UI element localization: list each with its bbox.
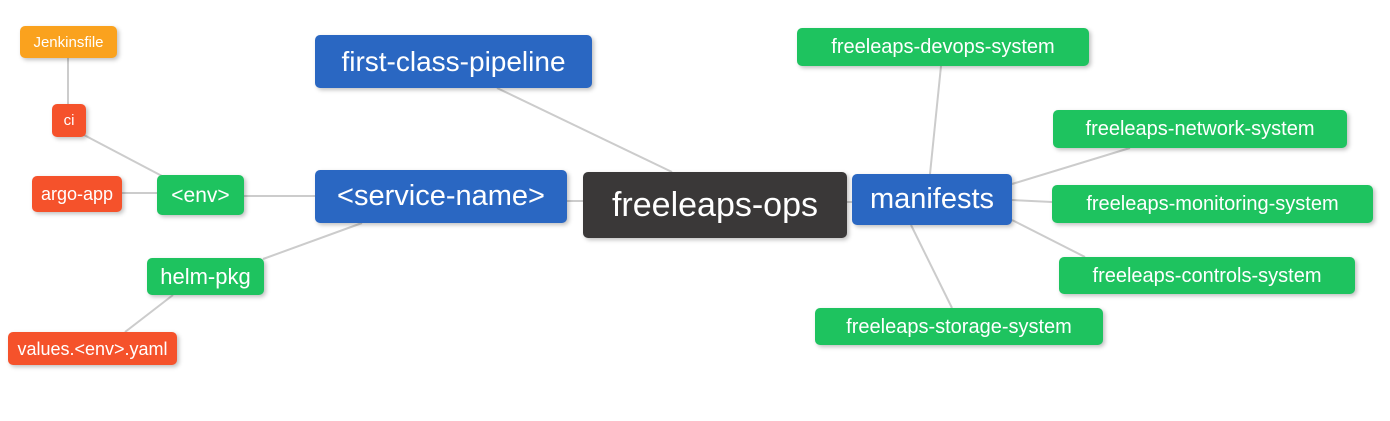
node-freeleaps-ops-root[interactable]: freeleaps-ops bbox=[583, 172, 847, 238]
edge-manifests-devops-system bbox=[929, 65, 942, 175]
node-service-name[interactable]: <service-name> bbox=[315, 170, 567, 223]
node-ci[interactable]: ci bbox=[52, 104, 86, 137]
node-argo-app[interactable]: argo-app bbox=[32, 176, 122, 212]
node-first-class-pipeline[interactable]: first-class-pipeline bbox=[315, 35, 592, 88]
node-values-env-yaml[interactable]: values.<env>.yaml bbox=[8, 332, 177, 365]
edge-manifests-storage-system bbox=[910, 224, 953, 309]
edge-first-class-pipeline-ops bbox=[496, 87, 673, 173]
edge-manifests-network-system bbox=[1011, 147, 1131, 185]
node-freeleaps-controls-system[interactable]: freeleaps-controls-system bbox=[1059, 257, 1355, 294]
node-freeleaps-monitoring-system[interactable]: freeleaps-monitoring-system bbox=[1052, 185, 1373, 223]
edge-manifests-controls-system bbox=[1011, 219, 1086, 258]
node-freeleaps-network-system[interactable]: freeleaps-network-system bbox=[1053, 110, 1347, 148]
node-helm-pkg[interactable]: helm-pkg bbox=[147, 258, 264, 295]
node-manifests[interactable]: manifests bbox=[852, 174, 1012, 225]
node-freeleaps-storage-system[interactable]: freeleaps-storage-system bbox=[815, 308, 1103, 345]
node-env[interactable]: <env> bbox=[157, 175, 244, 215]
edge-helm-pkg-values bbox=[124, 294, 174, 333]
node-jenkinsfile[interactable]: Jenkinsfile bbox=[20, 26, 117, 58]
edge-manifests-monitoring-system bbox=[1011, 199, 1053, 203]
edge-service-name-helm-pkg bbox=[262, 222, 363, 260]
edge-ci-env bbox=[83, 134, 163, 177]
node-freeleaps-devops-system[interactable]: freeleaps-devops-system bbox=[797, 28, 1089, 66]
